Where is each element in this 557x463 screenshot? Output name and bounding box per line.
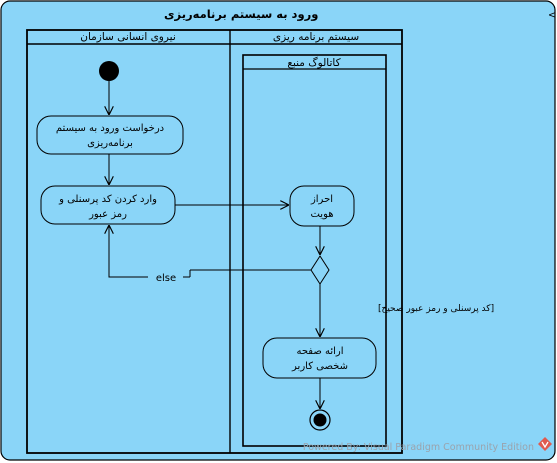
frame-title: ورود به سیستم برنامه‌ریزی bbox=[164, 7, 318, 22]
watermark-text: Powered By: Visual Paradigm Community Ed… bbox=[303, 442, 534, 453]
action-authenticate-line2: هویت bbox=[310, 209, 333, 220]
action-request-login-line2: برنامه‌ریزی bbox=[87, 138, 133, 149]
action-request-login-line1: درخواست ورود به سیستم bbox=[56, 123, 164, 134]
action-request-login bbox=[36, 115, 184, 155]
action-authenticate bbox=[289, 185, 355, 227]
action-show-profile bbox=[262, 337, 377, 379]
action-enter-credentials-line1: وارد کردن کد پرسنلی و bbox=[58, 194, 157, 205]
visual-paradigm-logo-icon bbox=[538, 437, 552, 451]
frame-postcondition: نیروی انسانی سازمان در سیستم برنامه‌ریزی… bbox=[548, 10, 557, 21]
guard-else: else bbox=[156, 273, 176, 284]
action-show-profile-line1: ارائه صفحه bbox=[296, 346, 343, 357]
action-enter-credentials-line2: رمز عبور bbox=[88, 209, 127, 220]
partition-label: کاتالوگ منبع bbox=[287, 55, 340, 69]
activity-partition bbox=[242, 54, 387, 447]
action-show-profile-line2: شخصی کاربر bbox=[291, 361, 348, 372]
flow-decision-else-return bbox=[109, 225, 148, 278]
final-node-inner bbox=[313, 413, 327, 427]
guard-valid-credentials: [کد پرسنلی و رمز عبور صحیح] bbox=[378, 304, 494, 314]
lane-label-hr: نیروی انسانی سازمان bbox=[80, 31, 176, 43]
initial-node bbox=[99, 61, 119, 81]
action-authenticate-line1: احراز bbox=[310, 194, 333, 205]
lane-label-system: سیستم برنامه ریزی bbox=[273, 31, 359, 43]
visual-paradigm-logo-mark bbox=[541, 441, 549, 449]
